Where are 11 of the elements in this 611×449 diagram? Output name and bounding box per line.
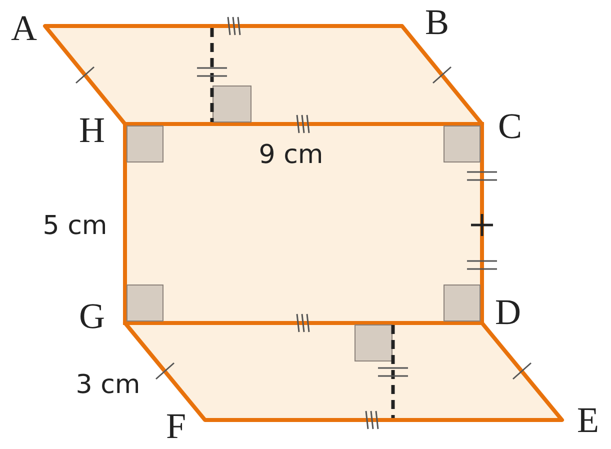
measurement-label: 9 cm (258, 142, 324, 168)
point-label: E (577, 402, 599, 438)
measurement-label: 3 cm (76, 372, 140, 398)
point-label: F (166, 408, 186, 444)
measurement-label: 5 cm (42, 213, 108, 239)
point-label: A (11, 10, 37, 46)
point-label: H (79, 112, 105, 148)
point-label: D (495, 294, 521, 330)
point-label: C (498, 108, 522, 144)
point-label: B (425, 4, 449, 40)
point-label: G (79, 298, 105, 334)
